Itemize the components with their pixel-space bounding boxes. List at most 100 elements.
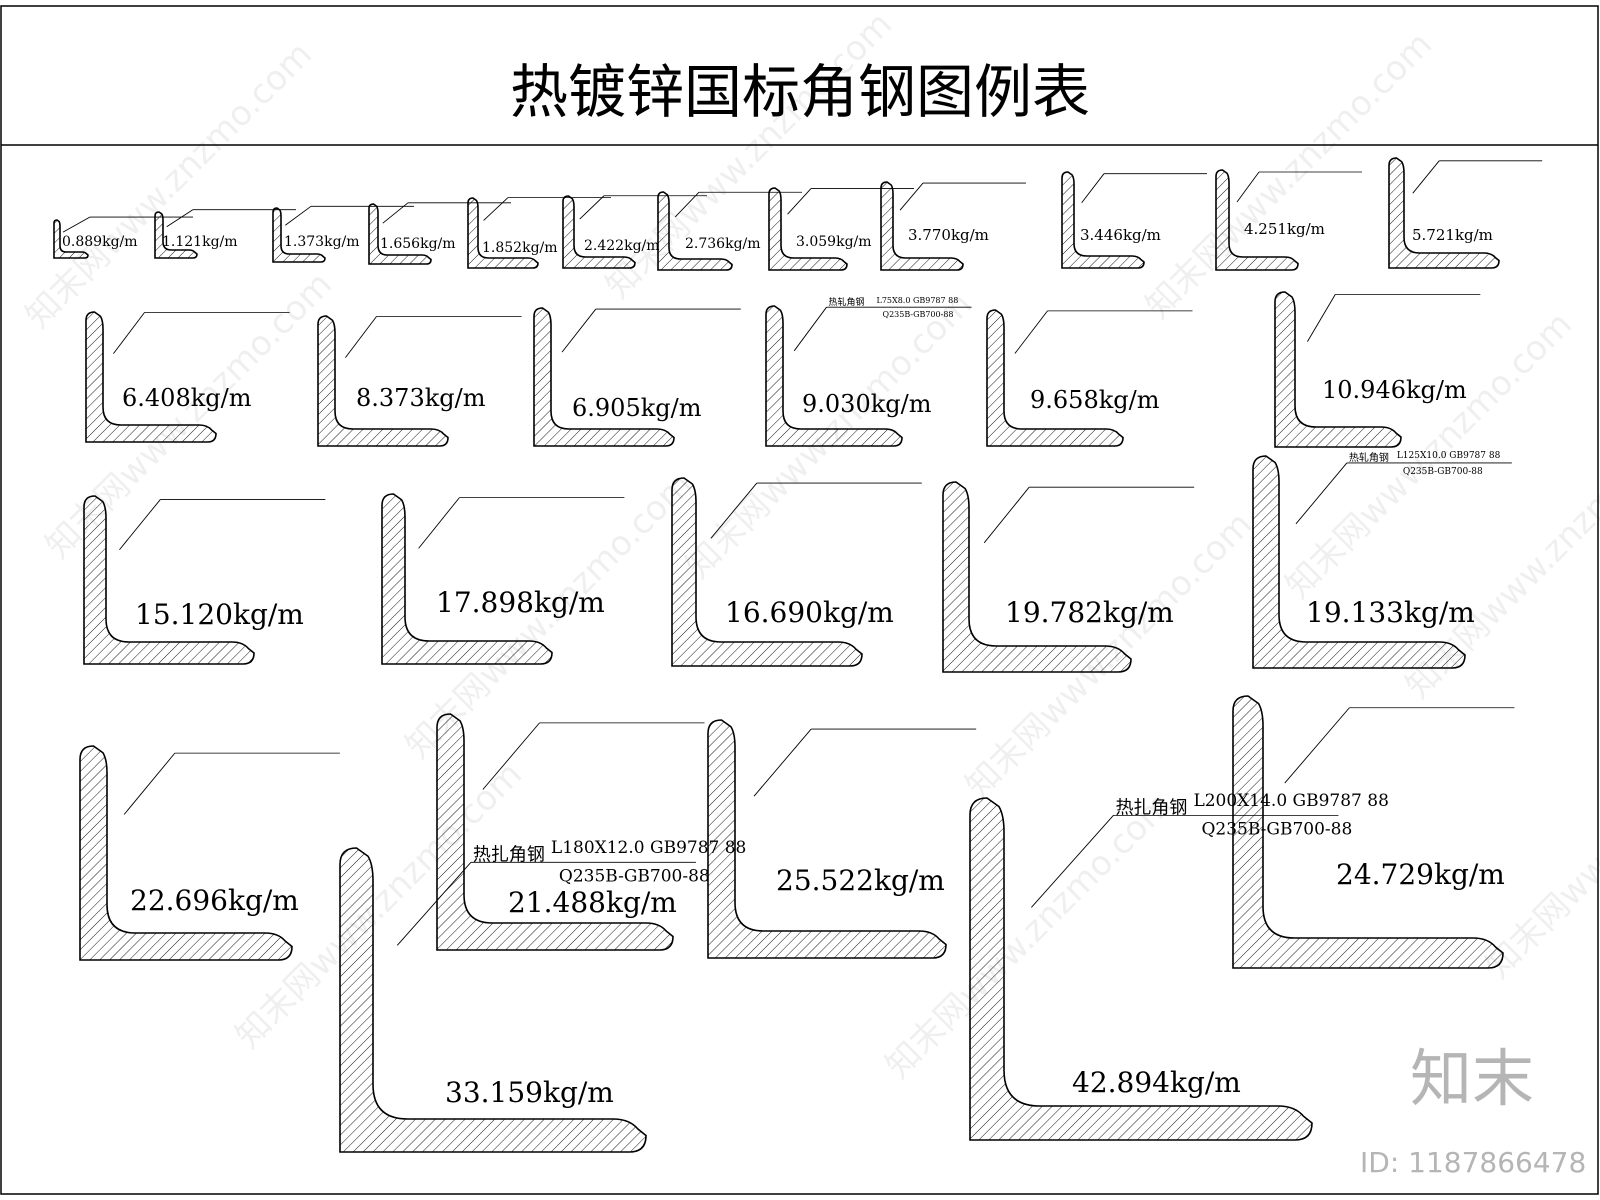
angle-section bbox=[942, 481, 1132, 673]
angle-profile: 0.889kg/m bbox=[53, 216, 193, 259]
angle-section bbox=[1232, 695, 1504, 969]
weight-label: 15.120kg/m bbox=[135, 598, 304, 631]
watermark-layer: 知末网www.znzmo.com 知末网www.znzmo.com 知末网www.z… bbox=[18, 4, 1600, 1086]
leader-line bbox=[561, 308, 597, 353]
angle-profile: 3.770kg/m bbox=[880, 181, 1026, 271]
angle-profile: 6.905kg/m bbox=[533, 307, 741, 447]
weight-label: 1.121kg/m bbox=[162, 234, 238, 250]
angle-section bbox=[272, 207, 326, 263]
leader-line bbox=[123, 752, 176, 815]
leader-line bbox=[62, 216, 91, 233]
angle-section bbox=[339, 847, 647, 1153]
leader-line bbox=[396, 862, 472, 946]
leader-line bbox=[113, 312, 145, 354]
weight-label: 0.889kg/m bbox=[62, 234, 138, 250]
angle-profile: 8.373kg/m bbox=[317, 315, 522, 447]
angle-section bbox=[1061, 171, 1145, 269]
weight-label: 3.770kg/m bbox=[908, 226, 989, 244]
leader-line bbox=[345, 316, 377, 358]
angle-profile: 19.782kg/m bbox=[942, 481, 1195, 673]
angle-profile: 17.898kg/m bbox=[381, 493, 625, 665]
weight-label: 24.729kg/m bbox=[1336, 858, 1505, 891]
grade-label: Q235B-GB700-88 bbox=[883, 310, 954, 319]
angle-profile: 9.658kg/m bbox=[986, 309, 1193, 447]
weight-label: 1.656kg/m bbox=[380, 236, 456, 252]
material-label: 热扎角钢 bbox=[473, 844, 545, 865]
angle-section bbox=[671, 477, 863, 667]
angle-profile: 1.373kg/m bbox=[272, 205, 414, 263]
leader-line bbox=[710, 482, 758, 539]
spec-label: L75X8.0 GB9787 88 bbox=[877, 296, 959, 305]
angle-profile: 4.251kg/m bbox=[1215, 169, 1362, 271]
weight-label: 1.852kg/m bbox=[482, 240, 558, 256]
leader-line bbox=[787, 188, 812, 215]
angle-profile: 3.446kg/m bbox=[1061, 171, 1207, 269]
angle-profile: 16.690kg/m bbox=[671, 477, 922, 667]
weight-label: 2.736kg/m bbox=[685, 236, 761, 252]
angle-section bbox=[467, 197, 539, 269]
angle-section bbox=[533, 307, 675, 447]
weight-label: 6.905kg/m bbox=[572, 394, 702, 422]
weight-label: 42.894kg/m bbox=[1072, 1066, 1241, 1099]
leader-line bbox=[793, 306, 827, 352]
angle-profile: 3.059kg/m bbox=[768, 187, 914, 271]
weight-label: 21.488kg/m bbox=[508, 886, 677, 919]
grade-label: Q235B-GB700-88 bbox=[1201, 819, 1352, 839]
weight-label: 1.373kg/m bbox=[284, 234, 360, 250]
angle-section bbox=[765, 305, 903, 447]
weight-label: 19.133kg/m bbox=[1306, 596, 1475, 629]
profile-legend: 0.889kg/m 1.121kg/m 1.373kg/m 1.656kg/m 1.85… bbox=[53, 157, 1543, 1153]
material-label: 热轧角钢 bbox=[1349, 451, 1389, 464]
angle-section bbox=[657, 191, 733, 271]
watermark-text: 知末网www.znzmo.com bbox=[1478, 684, 1600, 986]
watermark-text: 知末网www.znzmo.com bbox=[18, 34, 320, 336]
weight-label: 4.251kg/m bbox=[1244, 220, 1325, 238]
weight-label: 3.059kg/m bbox=[796, 234, 872, 250]
leader-line bbox=[482, 722, 540, 790]
weight-label: 16.690kg/m bbox=[725, 596, 894, 629]
weight-label: 25.522kg/m bbox=[776, 864, 945, 897]
angle-section bbox=[1252, 455, 1466, 669]
angle-section bbox=[79, 745, 293, 961]
leader-line bbox=[382, 202, 409, 224]
angle-section bbox=[381, 493, 553, 665]
leader-line bbox=[1014, 310, 1048, 354]
angle-section bbox=[768, 187, 848, 271]
leader-line bbox=[1284, 707, 1350, 784]
leader-line bbox=[674, 191, 700, 218]
watermark-text: 知末网www.znzmo.com bbox=[598, 4, 900, 306]
angle-section bbox=[562, 195, 636, 269]
angle-section bbox=[85, 311, 217, 443]
angle-profile: 24.729kg/m bbox=[1232, 695, 1515, 969]
material-label: 热轧角钢 bbox=[829, 296, 865, 308]
leader-line bbox=[483, 197, 509, 221]
leader-line bbox=[418, 497, 460, 549]
angle-section bbox=[53, 219, 89, 259]
leader-line bbox=[1307, 294, 1336, 342]
angle-profile: 22.696kg/m bbox=[79, 745, 340, 961]
weight-label: 5.721kg/m bbox=[1412, 226, 1493, 244]
angle-profile: 10.946kg/m bbox=[1274, 291, 1481, 448]
leader-line bbox=[1031, 815, 1114, 908]
angle-section bbox=[1274, 291, 1402, 448]
angle-section bbox=[986, 309, 1124, 447]
angle-section bbox=[1388, 157, 1500, 269]
leader-line bbox=[1236, 171, 1260, 203]
angle-profile: 6.408kg/m bbox=[85, 311, 290, 443]
leader-line bbox=[899, 182, 924, 211]
angle-profile: 15.120kg/m bbox=[83, 495, 326, 665]
angle-section bbox=[969, 797, 1313, 1141]
leader-line bbox=[753, 728, 812, 797]
angle-profile: 1.656kg/m bbox=[368, 202, 511, 265]
angle-section bbox=[1215, 169, 1299, 271]
weight-label: 22.696kg/m bbox=[130, 884, 299, 917]
grade-label: Q235B-GB700-88 bbox=[1403, 467, 1483, 477]
leader-line bbox=[983, 486, 1030, 544]
leader-line bbox=[1412, 160, 1440, 194]
leader-line bbox=[285, 205, 312, 226]
